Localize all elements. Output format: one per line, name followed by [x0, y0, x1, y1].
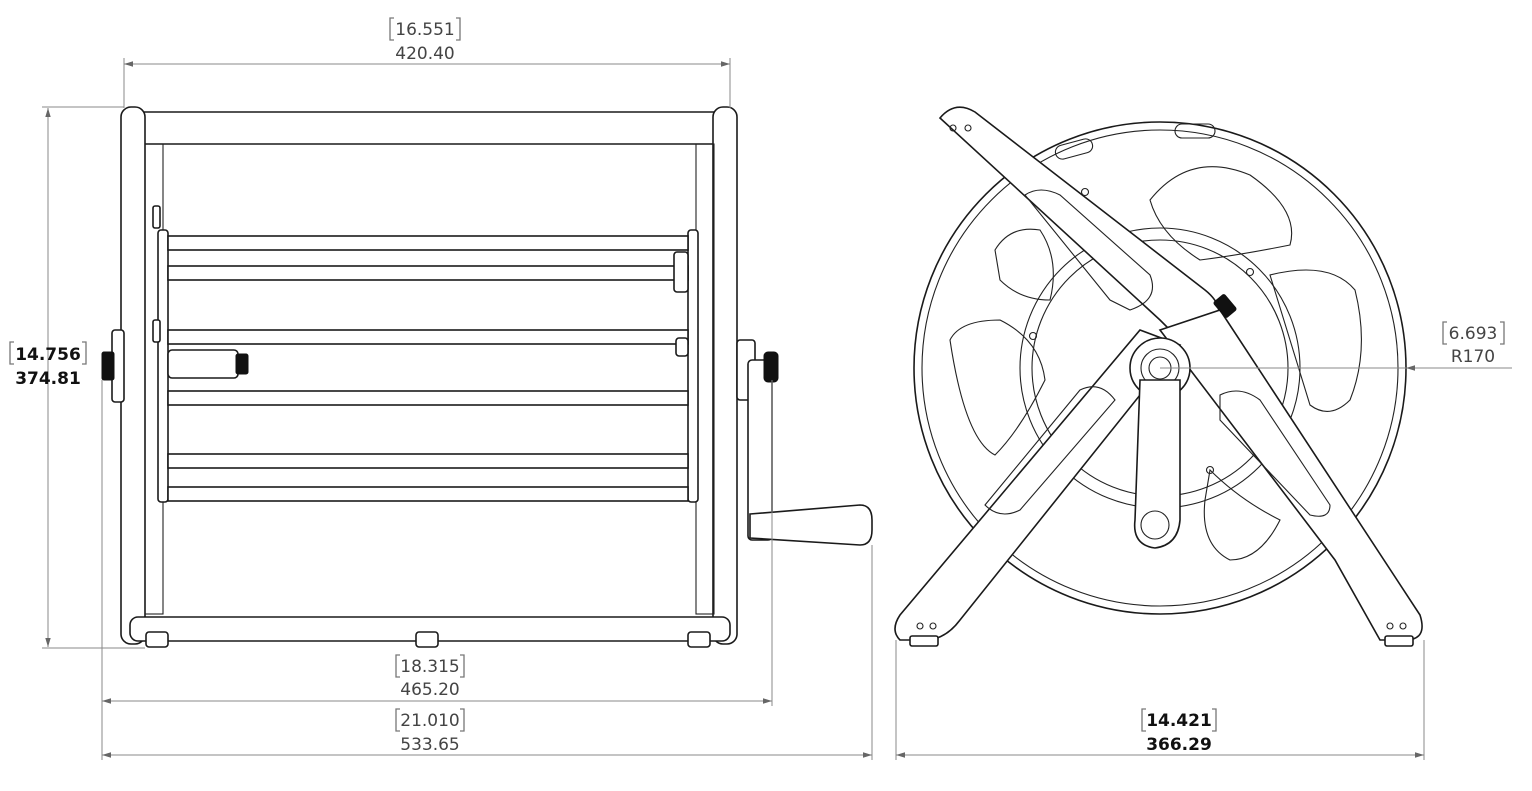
- left-flange: [157, 229, 169, 503]
- disc-cutout-bottom: [1203, 468, 1281, 561]
- dim-side-width: 14.421 366.29: [895, 640, 1425, 760]
- disc-cutout-top-left: [994, 228, 1054, 301]
- foot-right: [687, 631, 711, 648]
- crank-knob: [763, 351, 779, 383]
- drum-bar-4: [167, 390, 689, 406]
- side-crank-arm: [1133, 379, 1181, 549]
- drum-bar-1: [167, 235, 689, 251]
- foot-left: [145, 631, 169, 648]
- top-width-inch: 16.551: [395, 20, 454, 40]
- radius-mm: R170: [1451, 347, 1495, 367]
- disc-cutout-top-right: [1149, 166, 1293, 261]
- overall-width-inch: 21.010: [400, 711, 459, 731]
- top-handle-bar: [129, 111, 731, 145]
- drum-bar-2: [167, 265, 689, 281]
- swivel-fitting: [167, 349, 239, 379]
- side-width-mm: 366.29: [1146, 735, 1212, 755]
- disc-cutout-left: [949, 319, 1046, 456]
- right-flange: [687, 229, 699, 503]
- side-width-inch: 14.421: [1146, 711, 1212, 731]
- drum-bar-3: [167, 329, 689, 345]
- side-view: [894, 106, 1423, 647]
- disc-handle-slot: [1174, 123, 1216, 139]
- foot-middle: [415, 631, 439, 648]
- disc-cutout-right: [1269, 269, 1362, 412]
- reel-width-mm: 465.20: [400, 680, 459, 700]
- top-width-mm: 420.40: [395, 44, 454, 64]
- right-frame-post: [712, 106, 738, 645]
- height-mm: 374.81: [15, 369, 81, 389]
- drum-bar-6: [167, 486, 689, 502]
- crank-handle: [749, 504, 873, 546]
- dim-radius: 6.693 R170: [1160, 321, 1512, 371]
- dim-overall-width: 21.010 533.65: [101, 545, 873, 760]
- height-inch: 14.756: [15, 345, 81, 365]
- dim-reel-width: 18.315 465.20: [101, 380, 773, 706]
- dim-top-width: 16.551 420.40: [123, 17, 731, 108]
- side-crank-knob: [1140, 510, 1170, 540]
- radius-inch: 6.693: [1449, 324, 1498, 344]
- drum-bar-5: [167, 453, 689, 469]
- front-view: [101, 106, 873, 648]
- dim-height: 14.756 374.81: [9, 106, 145, 649]
- overall-width-mm: 533.65: [400, 735, 459, 755]
- side-foot-right: [1384, 635, 1414, 647]
- side-foot-left: [909, 635, 939, 647]
- reel-width-inch: 18.315: [400, 657, 459, 677]
